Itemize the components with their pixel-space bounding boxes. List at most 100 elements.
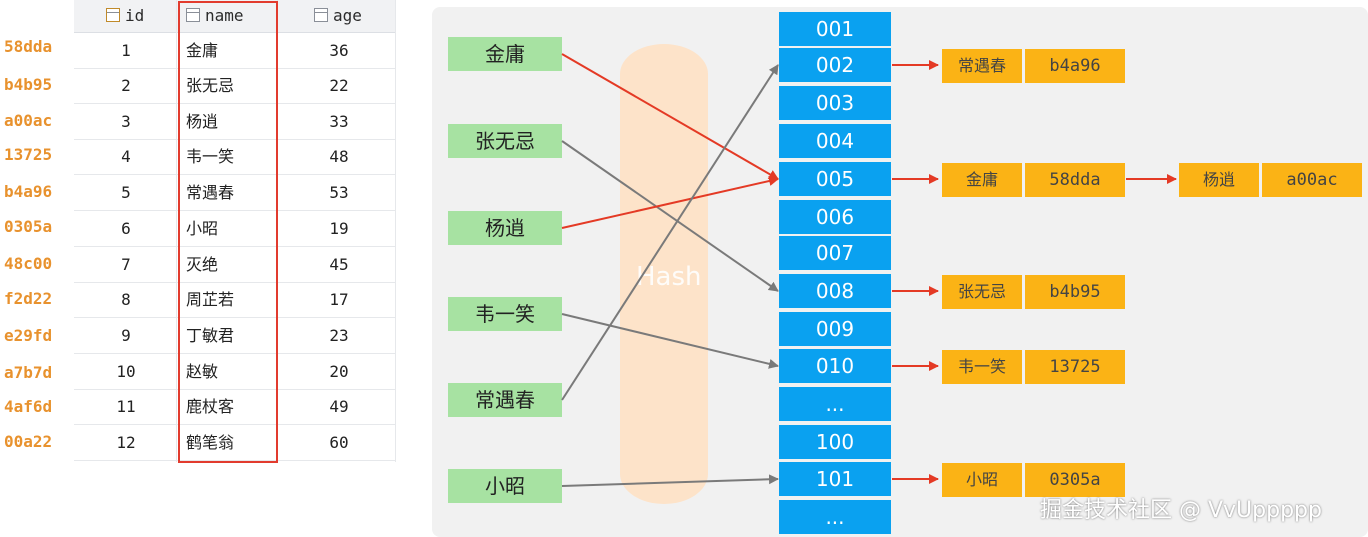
table-row[interactable]: 11 鹿杖客 49 <box>74 389 396 425</box>
hash-code: 48c00 <box>4 254 53 273</box>
chain-node-hash: 0305a <box>1025 463 1125 497</box>
table-row[interactable]: 7 灭绝 45 <box>74 247 396 283</box>
column-icon <box>314 8 328 22</box>
arrow <box>561 176 779 229</box>
watermark: 掘金技术社区 @ VvUppppp <box>1040 498 1322 523</box>
hash-code: b4b95 <box>4 75 53 94</box>
column-header-id[interactable]: id <box>106 0 144 32</box>
cell-id: 9 <box>121 326 131 345</box>
hash-function-band <box>620 44 708 504</box>
bucket-slot: 008 <box>779 274 891 308</box>
table-row[interactable]: 1 金庸 36 <box>74 33 396 69</box>
hash-code: 00a22 <box>4 432 53 451</box>
column-header-label: id <box>125 6 145 25</box>
bucket-slot: 007 <box>779 236 891 270</box>
table-row[interactable]: 4 韦一笑 48 <box>74 139 396 175</box>
chain-node-hash: b4b95 <box>1025 275 1125 309</box>
cell-id: 2 <box>121 76 131 95</box>
hash-code: 4af6d <box>4 397 53 416</box>
arrow <box>561 64 779 401</box>
cell-id: 1 <box>121 41 131 60</box>
cell-name: 赵敏 <box>186 362 219 381</box>
column-divider <box>395 0 396 462</box>
cell-age: 17 <box>329 290 349 309</box>
cell-age: 48 <box>329 147 349 166</box>
name-column-highlight <box>178 1 278 463</box>
cell-age: 36 <box>329 41 349 60</box>
key-box: 杨逍 <box>448 211 562 245</box>
cell-id: 12 <box>116 433 136 452</box>
chain-node-name: 韦一笑 <box>942 350 1022 384</box>
cell-name: 韦一笑 <box>186 147 235 166</box>
bucket-slot: 100 <box>779 425 891 459</box>
column-header-label: name <box>205 6 244 25</box>
bucket-slot: 003 <box>779 86 891 120</box>
cell-id: 4 <box>121 147 131 166</box>
cell-name: 常遇春 <box>186 183 235 202</box>
key-box: 常遇春 <box>448 383 562 417</box>
hash-index-diagram <box>432 7 1368 537</box>
chain-node-name: 小昭 <box>942 463 1022 497</box>
cell-name: 丁敏君 <box>186 326 235 345</box>
cell-age: 20 <box>329 362 349 381</box>
cell-name: 金庸 <box>186 41 219 60</box>
cell-name: 灭绝 <box>186 255 219 274</box>
cell-age: 45 <box>329 255 349 274</box>
column-icon <box>186 8 200 22</box>
chain-node-hash: a00ac <box>1262 163 1362 197</box>
hash-code: a00ac <box>4 111 53 130</box>
key-box: 韦一笑 <box>448 297 562 331</box>
bucket-slot: 005 <box>779 162 891 196</box>
bucket-slot: 006 <box>779 200 891 234</box>
cell-id: 8 <box>121 290 131 309</box>
arrow <box>561 53 779 180</box>
hash-code: 58dda <box>4 37 53 56</box>
hash-code: b4a96 <box>4 182 53 201</box>
chain-node-name: 金庸 <box>942 163 1022 197</box>
cell-age: 60 <box>329 433 349 452</box>
bucket-slot: ... <box>779 387 891 421</box>
cell-name: 周芷若 <box>186 290 235 309</box>
arrow <box>561 313 779 369</box>
hash-code: f2d22 <box>4 289 53 308</box>
bucket-slot: 009 <box>779 312 891 346</box>
hash-code: 13725 <box>4 145 53 164</box>
cell-age: 33 <box>329 112 349 131</box>
bucket-slot: 002 <box>779 48 891 82</box>
column-header-name[interactable]: name <box>186 0 244 32</box>
column-header-label: age <box>333 6 362 25</box>
bucket-slot: 101 <box>779 462 891 496</box>
cell-id: 6 <box>121 219 131 238</box>
table-row[interactable]: 9 丁敏君 23 <box>74 318 396 354</box>
hash-code: e29fd <box>4 326 53 345</box>
bucket-slot: ... <box>779 500 891 534</box>
chain-node-name: 常遇春 <box>942 49 1022 83</box>
chain-node-hash: b4a96 <box>1025 49 1125 83</box>
cell-id: 11 <box>116 397 136 416</box>
cell-name: 杨逍 <box>186 112 219 131</box>
key-box: 张无忌 <box>448 124 562 158</box>
key-box: 小昭 <box>448 469 562 503</box>
cell-age: 23 <box>329 326 349 345</box>
cell-age: 49 <box>329 397 349 416</box>
bucket-slot: 010 <box>779 349 891 383</box>
cell-age: 19 <box>329 219 349 238</box>
cell-name: 鹿杖客 <box>186 397 235 416</box>
table-row[interactable]: 8 周芷若 17 <box>74 282 396 318</box>
cell-name: 张无忌 <box>186 76 235 95</box>
column-header-age[interactable]: age <box>314 0 362 32</box>
cell-id: 5 <box>121 183 131 202</box>
cell-id: 7 <box>121 255 131 274</box>
column-divider <box>176 0 177 462</box>
table-header: id name age <box>74 0 396 33</box>
chain-node-hash: 13725 <box>1025 350 1125 384</box>
arrow <box>561 474 779 487</box>
